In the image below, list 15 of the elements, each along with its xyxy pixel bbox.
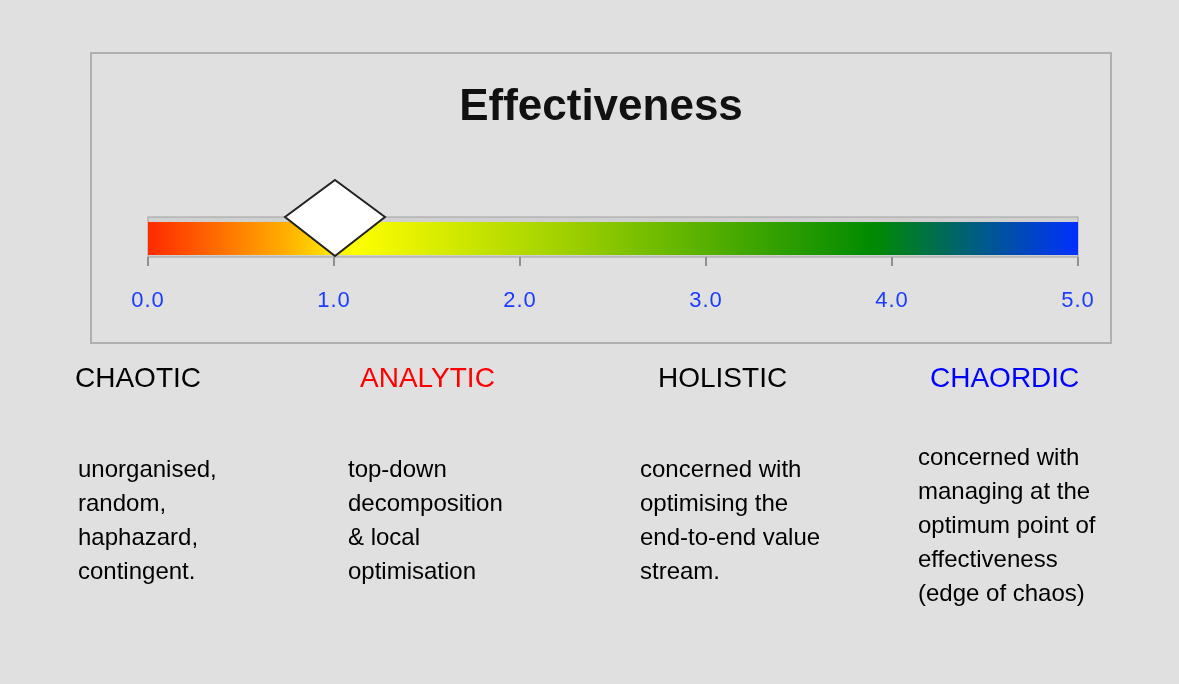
- tick-label: 0.0: [130, 287, 166, 313]
- tick-label: 4.0: [874, 287, 910, 313]
- category-label: CHAORDIC: [930, 362, 1080, 394]
- tick-label: 1.0: [316, 287, 352, 313]
- chart-title: Effectiveness: [458, 80, 744, 130]
- description-text: concerned with managing at the optimum point of effectiveness (edge of chaos): [918, 442, 1097, 608]
- description-text: top-down decomposition & local optimisation: [348, 454, 504, 586]
- category-label: CHAOTIC: [75, 362, 201, 394]
- category-label: HOLISTIC: [658, 362, 788, 394]
- tick-label: 2.0: [502, 287, 538, 313]
- tick-label: 5.0: [1060, 287, 1096, 313]
- description-text: unorganised, random, haphazard, contingent.: [78, 454, 218, 586]
- category-label: ANALYTIC: [360, 362, 495, 394]
- tick-label: 3.0: [688, 287, 724, 313]
- description-text: concerned with optimising the end-to-end value stream.: [640, 454, 822, 586]
